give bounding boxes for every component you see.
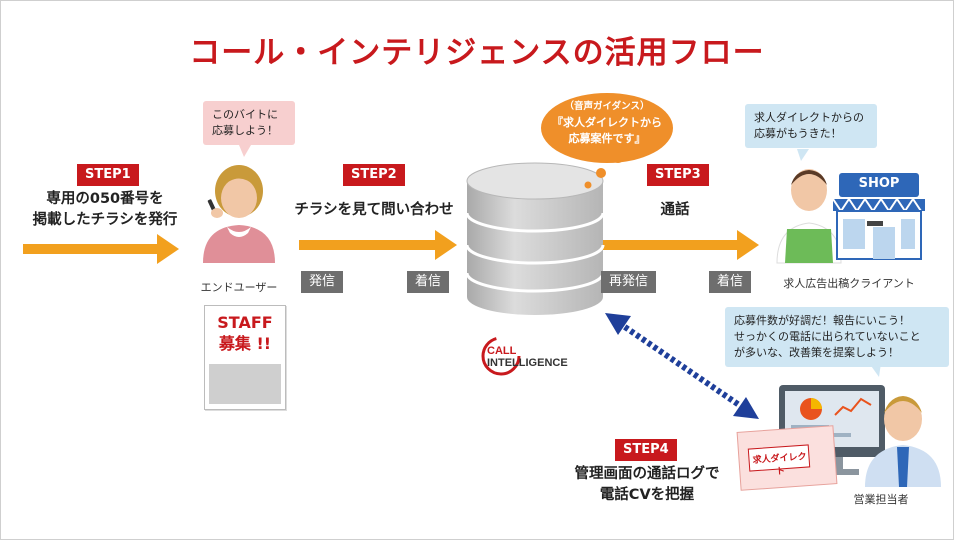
sales-speech-bubble: 応募件数が好調だ！報告にいこう！ せっかくの電話に出られていないこと が多いな、… xyxy=(725,307,949,367)
step3-badge: STEP3 xyxy=(647,164,709,186)
tag-receive: 着信 xyxy=(407,271,450,293)
end-user-caption: エンドユーザー xyxy=(200,281,278,294)
step4-line1: 管理画面の通話ログで xyxy=(574,466,720,482)
flyer-line1: STAFF xyxy=(217,313,273,332)
bubble-tail xyxy=(797,149,809,161)
bubble-line: 求人ダイレクトからの xyxy=(754,111,864,124)
tag-receive: 着信 xyxy=(709,271,752,293)
bubble-line: 応募しよう！ xyxy=(212,124,278,137)
step1-line1: 専用の050番号を xyxy=(46,191,164,207)
step4-description: 管理画面の通話ログで 電話CVを把握 xyxy=(549,464,745,506)
sales-person-icon xyxy=(865,396,941,487)
step2-badge: STEP2 xyxy=(343,164,405,186)
arrow-step3 xyxy=(601,230,759,260)
thought-dot xyxy=(596,168,606,178)
flyer-title: STAFF 募集 !! xyxy=(205,306,285,354)
client-speech-bubble: 求人ダイレクトからの 応募がもうきた！ xyxy=(745,104,877,148)
tag-resend: 再発信 xyxy=(601,271,657,293)
end-user-speech-bubble: このバイトに 応募しよう！ xyxy=(203,101,295,145)
sales-caption: 営業担当者 xyxy=(853,493,909,506)
bubble-tail xyxy=(239,145,251,157)
flyer-image-placeholder xyxy=(209,364,281,404)
client-caption: 求人広告出稿クライアント xyxy=(783,277,915,290)
step4-double-arrow xyxy=(605,313,759,419)
database-icon xyxy=(465,162,605,315)
voice-guidance-bubble: （音声ガイダンス） 『求人ダイレクトから 応募案件です』 xyxy=(541,93,673,163)
staff-flyer: STAFF 募集 !! xyxy=(204,305,286,410)
step2-description: チラシを見て問い合わせ xyxy=(294,202,454,218)
flyer-line2: 募集 !! xyxy=(218,334,272,353)
job-flyer-paper xyxy=(736,425,838,491)
thought-dot xyxy=(584,181,592,189)
bubble-line: このバイトに xyxy=(212,108,278,121)
logo-line1: CALL xyxy=(487,345,517,357)
shop-icon xyxy=(832,173,925,260)
client-person-icon xyxy=(776,169,842,264)
tag-send: 発信 xyxy=(301,271,344,293)
bubble-line: 応募がもうきた！ xyxy=(754,127,842,140)
guidance-line1: （音声ガイダンス） xyxy=(564,101,650,112)
bubble-line: が多いな、改善策を提案しよう！ xyxy=(734,346,899,359)
step1-line2: 掲載したチラシを発行 xyxy=(32,212,178,228)
paper-logo: 求人ダイレクト xyxy=(752,452,807,478)
logo-line2: INTELLIGENCE xyxy=(487,357,568,369)
guidance-line2: 『求人ダイレクトから xyxy=(552,116,662,129)
call-intelligence-logo-icon xyxy=(481,336,521,376)
step3-description: 通話 xyxy=(660,202,690,218)
step1-description: 専用の050番号を 掲載したチラシを発行 xyxy=(15,189,195,231)
step4-line2: 電話CVを把握 xyxy=(599,487,695,503)
step1-badge: STEP1 xyxy=(77,164,139,186)
bubble-line: 応募件数が好調だ！報告にいこう！ xyxy=(734,314,910,327)
arrow-step1 xyxy=(23,234,179,264)
step4-badge: STEP4 xyxy=(615,439,677,461)
shop-sign: SHOP xyxy=(858,176,900,191)
bubble-line: せっかくの電話に出られていないこと xyxy=(734,330,921,343)
arrow-step2 xyxy=(299,230,457,260)
page-title: コール・インテリジェンスの活用フロー xyxy=(189,35,765,71)
call-intelligence-logo: CALL INTELLIGENCE xyxy=(487,345,568,369)
end-user-person-icon xyxy=(203,165,275,263)
guidance-line3: 応募案件です』 xyxy=(568,132,646,145)
